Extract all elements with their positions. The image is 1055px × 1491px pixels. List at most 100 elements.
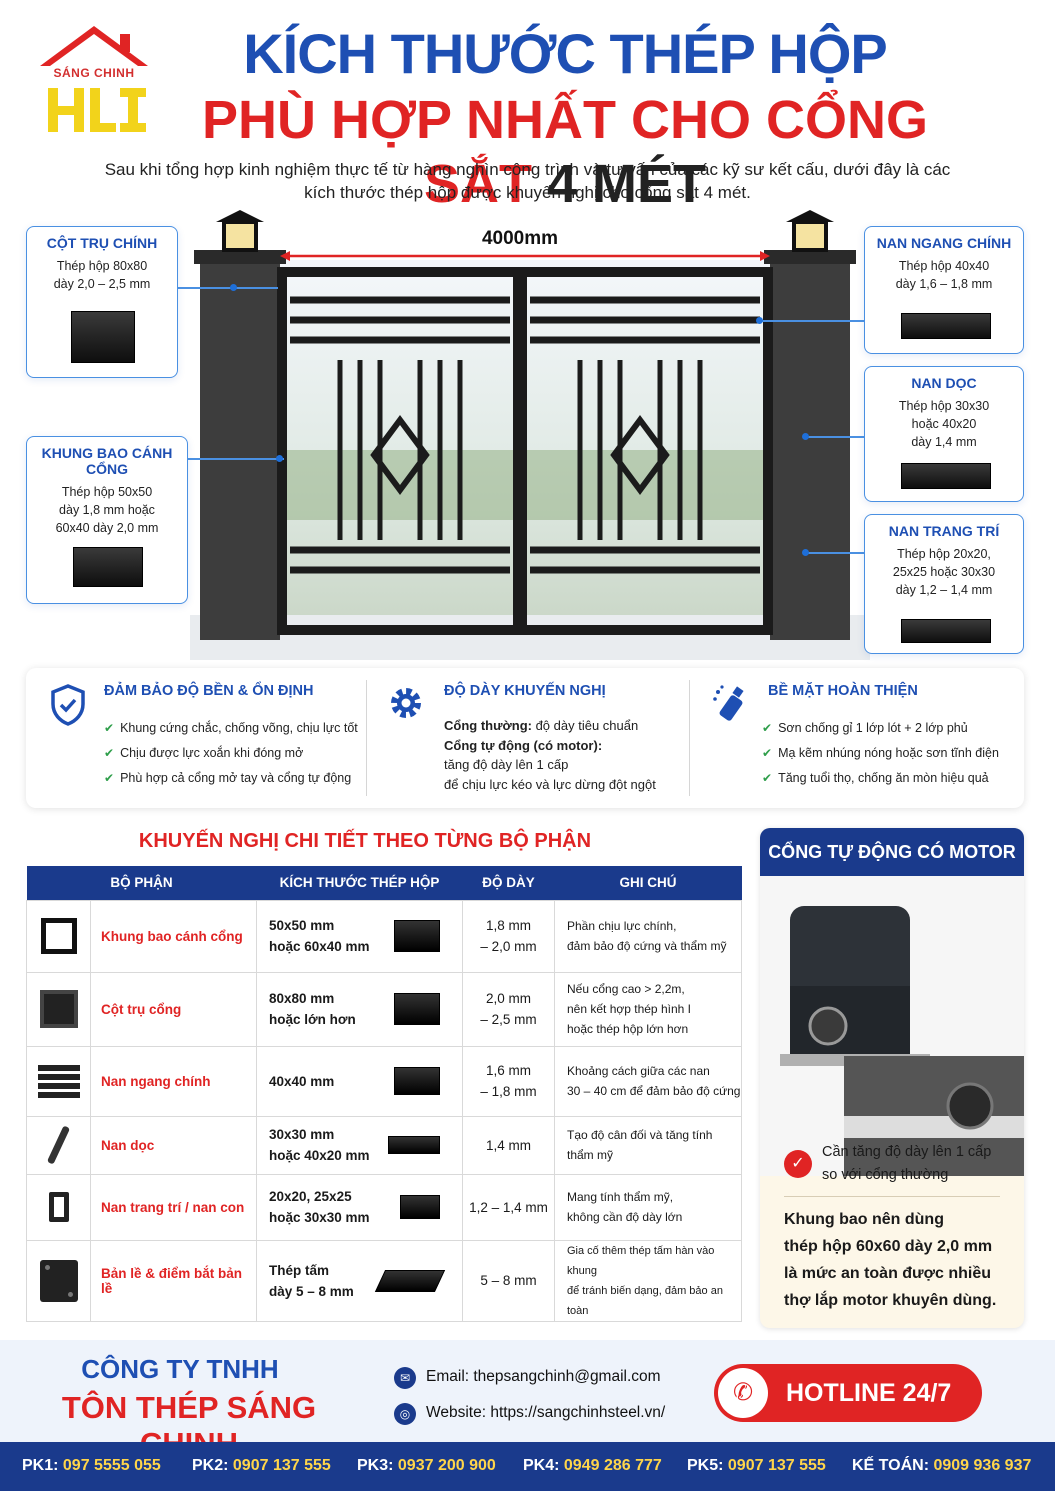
callout-title: CỘT TRỤ CHÍNH: [46, 235, 158, 251]
phone-entry[interactable]: PK1: 097 5555 055: [22, 1457, 161, 1475]
vertical-bar-icon: [26, 1115, 91, 1175]
row-thickness: 1,8 mm– 2,0 mm: [462, 899, 555, 973]
logo-brand-text: SÁNG CHINH: [53, 66, 135, 80]
size-line: 50x50 mm: [269, 918, 335, 933]
feature-title: ĐẢM BẢO ĐỘ BỀN & ỔN ĐỊNH: [104, 683, 314, 699]
steel-tube-icon: [388, 1136, 440, 1154]
thick-line: 1,8 mm: [485, 918, 531, 933]
note-line: Mang tính thẩm mỹ,: [567, 1190, 674, 1204]
size-line: Thép tấm: [269, 1262, 330, 1278]
gate-width-label: 4000mm: [481, 228, 559, 249]
steel-tube-icon: [394, 920, 440, 952]
callout-line: dày 1,8 mm hoặc: [59, 503, 155, 517]
feature-durability: ĐẢM BẢO ĐỘ BỀN & ỔN ĐỊNH Khung cứng chắc…: [26, 668, 366, 808]
feature-item: Sơn chống gỉ 1 lớp lót + 2 lớp phủ: [762, 716, 999, 741]
connector-line: [178, 287, 278, 289]
note-line: Phần chịu lực chính,: [567, 919, 677, 933]
thick-line: 1,6 mm: [485, 1063, 531, 1078]
divider: [366, 680, 367, 796]
shield-check-icon: [51, 684, 85, 726]
row-note: Phần chịu lực chính, đảm bảo độ cứng và t…: [554, 899, 742, 973]
steel-plate-icon: [374, 1269, 446, 1292]
features-panel: ĐẢM BẢO ĐỘ BỀN & ỔN ĐỊNH Khung cứng chắc…: [26, 668, 1024, 808]
motor-advice-line: thép hộp 60x60 dày 2,0 mm: [784, 1238, 993, 1255]
thickness-bold: Cổng thường:: [444, 718, 532, 733]
header-note: GHI CHÚ: [554, 866, 742, 900]
steel-tube-icon: [394, 1067, 440, 1095]
gate-illustration: [190, 210, 870, 660]
phone-entry[interactable]: PK5: 0907 137 555: [687, 1457, 826, 1475]
connector-dot: [802, 433, 809, 440]
table-section-title: KHUYẾN NGHỊ CHI TIẾT THEO TỪNG BỘ PHẬN: [138, 830, 592, 852]
callout-nan-trang-tri: NAN TRANG TRÍ Thép hộp 20x20, 25x25 hoặc…: [864, 514, 1024, 654]
steel-tube-icon: [901, 313, 991, 339]
phone-entry[interactable]: KẾ TOÁN: 0909 936 937: [852, 1457, 1031, 1475]
callout-desc: Thép hộp 20x20, 25x25 hoặc 30x30 dày 1,2…: [865, 545, 1023, 599]
divider: [784, 1196, 1000, 1197]
feature-title: BỀ MẶT HOÀN THIỆN: [768, 683, 918, 699]
phone-entry[interactable]: PK2: 0907 137 555: [192, 1457, 331, 1475]
hotline-label: HOTLINE 24/7: [786, 1379, 952, 1407]
note-line: hoặc thép hộp lớn hơn: [567, 1022, 689, 1036]
phone-number: 0937 200 900: [397, 1457, 496, 1474]
thick-line: – 1,8 mm: [480, 1084, 537, 1099]
company-logo: SÁNG CHINH: [34, 22, 154, 137]
main-subtitle: PHÙ HỢP NHẤT CHO CỔNG SẮT 4 MÉT: [150, 88, 980, 216]
motor-panel: CỔNG TỰ ĐỘNG CÓ MOTOR ✓ Cần tăng độ dày …: [760, 828, 1024, 1328]
callout-line: dày 1,2 – 1,4 mm: [895, 583, 993, 597]
header-part: BỘ PHẬN: [26, 866, 257, 900]
callout-line: Thép hộp 80x80: [56, 259, 148, 273]
connector-dot: [802, 549, 809, 556]
connector-line: [806, 436, 864, 438]
email-link[interactable]: Email: thepsangchinh@gmail.com: [426, 1368, 661, 1385]
callout-khung-bao: KHUNG BAO CÁNH CỔNG Thép hộp 50x50 dày 1…: [26, 436, 188, 604]
size-line: 30x30 mm: [269, 1127, 335, 1142]
note-line: Khoảng cách giữa các nan: [567, 1064, 710, 1078]
row-thickness: 1,6 mm – 1,8 mm: [462, 1045, 555, 1117]
phone-entry[interactable]: PK4: 0949 286 777: [523, 1457, 662, 1475]
callout-nan-doc: NAN DỌC Thép hộp 30x30 hoặc 40x20 dày 1,…: [864, 366, 1024, 502]
phone-icon: ✆: [718, 1368, 768, 1418]
size-line: 80x80 mm: [269, 991, 335, 1006]
callout-line: Thép hộp 20x20,: [897, 547, 991, 561]
steel-tube-icon: [901, 463, 991, 489]
note-line: Gia cố thêm thép tấm hàn vào khung: [567, 1244, 715, 1277]
table-row: Nan ngang chính 40x40 mm 1,6 mm– 1,8 mm …: [26, 1045, 742, 1117]
row-part: Khung bao cánh cổng: [90, 899, 257, 973]
website-link[interactable]: Website: https://sangchinhsteel.vn/: [426, 1404, 666, 1421]
hotline-button[interactable]: ✆ HOTLINE 24/7: [714, 1364, 982, 1422]
row-note: Nếu cổng cao > 2,2m,nên kết hợp thép hìn…: [554, 971, 742, 1047]
steel-tube-icon: [71, 311, 135, 363]
note-line: 30 – 40 cm để đảm bảo độ cứng: [567, 1084, 741, 1098]
callout-title: NAN TRANG TRÍ: [888, 523, 1000, 539]
note-line: không cần độ dày lớn: [567, 1210, 683, 1224]
size-line: hoặc 40x20 mm: [269, 1148, 370, 1163]
motor-panel-title: CỔNG TỰ ĐỘNG CÓ MOTOR: [760, 828, 1024, 876]
callout-title: KHUNG BAO CÁNH CỔNG: [41, 445, 173, 477]
thickness-line: tăng độ dày lên 1 cấp: [444, 757, 569, 772]
feature-thickness-text: Cổng thường: độ dày tiêu chuẩn Cổng tự đ…: [444, 716, 656, 794]
phone-entry[interactable]: PK3: 0937 200 900: [357, 1457, 496, 1475]
small-tube-icon: [26, 1173, 91, 1241]
globe-icon: ◎: [394, 1403, 416, 1425]
email-icon: ✉: [394, 1367, 416, 1389]
motor-advice: Khung bao nên dùng thép hộp 60x60 dày 2,…: [784, 1206, 1014, 1314]
phone-number: 097 5555 055: [62, 1457, 161, 1474]
phone-label: PK3:: [357, 1457, 398, 1474]
gate-motor-image: [760, 876, 1024, 1176]
motor-advice-line: thợ lắp motor khuyên dùng.: [784, 1292, 997, 1309]
callout-desc: Thép hộp 80x80 dày 2,0 – 2,5 mm: [27, 257, 177, 293]
intro-text: Sau khi tổng hợp kinh nghiệm thực tế từ …: [104, 160, 951, 202]
row-part: Bản lề & điểm bắt bản lề: [90, 1239, 257, 1322]
phone-number: 0949 286 777: [563, 1457, 662, 1474]
square-post-icon: [26, 971, 91, 1047]
note-line: đảm bảo độ cứng và thẩm mỹ: [567, 939, 727, 953]
phone-label: PK4:: [523, 1457, 564, 1474]
square-frame-icon: [26, 899, 91, 973]
motor-check-text: Cần tăng độ dày lên 1 cấp so với cổng th…: [822, 1141, 1012, 1187]
